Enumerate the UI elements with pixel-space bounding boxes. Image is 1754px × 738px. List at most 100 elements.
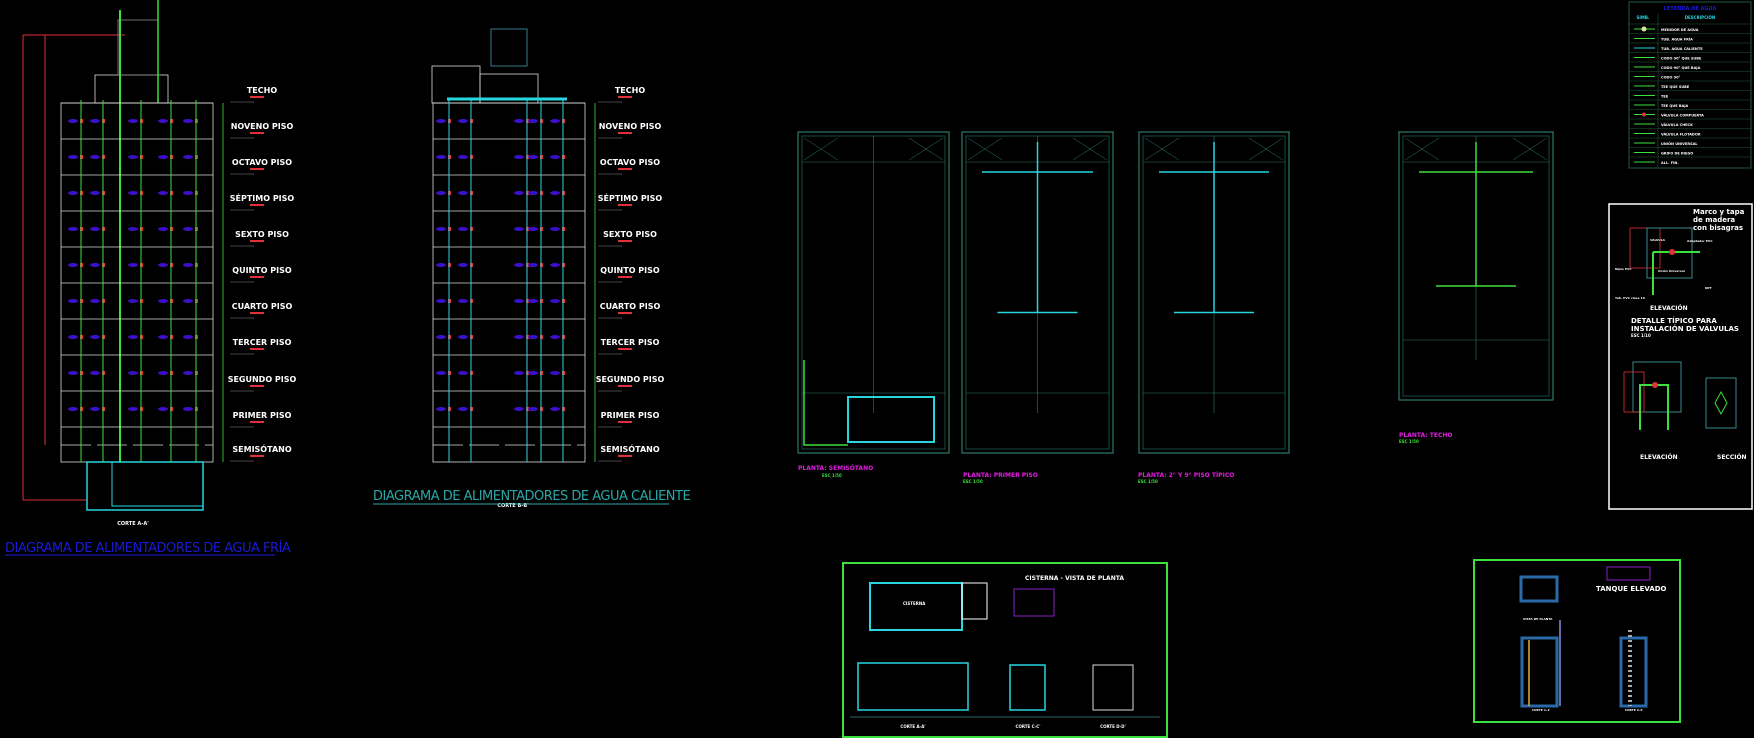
legend-item-label: CODO 90° QUE BAJA [1661,66,1701,70]
fixture-symbol [128,407,138,411]
fixture-symbol [458,227,468,231]
plan-title[interactable]: PLANTA: TECHO [1399,432,1452,439]
legend-item-label: CODO 90° QUE SUBE [1661,57,1702,61]
floor-label: SEGUNDO PISO [228,375,297,384]
fixture-symbol [436,407,446,411]
fixture-symbol [68,227,78,231]
fixture-symbol [436,335,446,339]
tank-title: TANQUE ELEVADO [1596,585,1667,593]
legend-item-label: MEDIDOR DE AGUA [1661,28,1699,32]
fixture-symbol [528,227,538,231]
fixture-symbol [458,191,468,195]
fixture-symbol [183,119,193,123]
fixture-symbol [436,299,446,303]
valve-detail-panel [1608,203,1753,510]
cistern-panel [842,562,1168,738]
floor-level-tag [618,168,632,170]
plan-scale: ESC 1/50 [1399,439,1419,444]
fixture-symbol [528,191,538,195]
shaft-symbol [967,137,1108,161]
cistern-room-label: CISTERNA [903,601,926,606]
valve-detail-title-2: INSTALACIÓN DE VÁLVULAS [1631,324,1739,333]
plan-outline [797,131,950,454]
fixture-symbol [514,299,524,303]
floor-label: SEMISÓTANO [600,443,659,454]
fixture-symbol [90,371,100,375]
floor-level-tag [250,132,264,134]
floor-label: CUARTO PISO [600,302,661,311]
fixture-symbol [550,335,560,339]
floor-label: SEXTO PISO [603,230,657,239]
fixture-symbol [183,407,193,411]
fixture-symbol [183,299,193,303]
fixture-symbol [158,299,168,303]
valve-detail-title-1: DETALLE TÍPICO PARA [1631,316,1717,325]
fixture-symbol [158,407,168,411]
plan-title[interactable]: PLANTA: SEMISÓTANO [798,465,873,472]
valve-note: Unión Universal [1658,269,1685,273]
fixture-symbol [550,227,560,231]
floor-label: NOVENO PISO [599,122,662,131]
legend-item-label: TEE QUE BAJA [1661,104,1688,108]
floor-label: QUINTO PISO [232,266,292,275]
floor-level-tag [618,455,632,457]
fixture-symbol [528,371,538,375]
fixture-symbol [436,191,446,195]
fixture-symbol [458,371,468,375]
fixture-symbol [550,299,560,303]
heater-room [431,65,481,104]
floor-label: OCTAVO PISO [600,158,660,167]
legend-title: LEYENDA DE AGUA [1664,6,1717,12]
fixture-symbol [528,407,538,411]
floor-level-tag [250,204,264,206]
fixture-symbol [128,227,138,231]
fixture-symbol [528,119,538,123]
valve-section-label: SECCIÓN [1717,454,1747,461]
floor-level-tag [618,240,632,242]
water-pipe-run [982,142,1093,314]
fixture-symbol [514,371,524,375]
legend-item-label: VÁLVULA CHECK [1661,122,1693,127]
valve-note: Adaptador PVC [1687,239,1713,243]
plan-scale: ESC 1/50 [963,479,983,484]
plan-outline [1398,131,1554,401]
floor-label: SEXTO PISO [235,230,289,239]
fixture-symbol [128,371,138,375]
cistern-section-label: CORTE A-A' [900,724,925,729]
fixture-symbol [158,227,168,231]
plan-scale: ESC 1/50 [822,473,842,478]
fixture-symbol [514,227,524,231]
floor-level-tag [618,421,632,423]
fixture-symbol [90,407,100,411]
tank-section-label: CORTE 1-1' [1532,708,1550,712]
floor-label: TERCER PISO [233,338,292,347]
fixture-symbol [458,263,468,267]
floor-level-tag [618,132,632,134]
floor-level-tag [618,204,632,206]
floor-level-tag [618,312,632,314]
water-pipe-run [1419,142,1533,287]
water-pipe-run [1159,142,1269,314]
legend-col-symbol: SIMB. [1637,15,1650,20]
fixture-symbol [90,119,100,123]
fixture-symbol [158,155,168,159]
floor-level-tag [250,385,264,387]
floor-level-tag [618,348,632,350]
fixture-symbol [458,155,468,159]
fixture-symbol [183,371,193,375]
floor-label: QUINTO PISO [600,266,660,275]
plan-title[interactable]: PLANTA: 2° Y 9° PISO TÍPICO [1138,471,1234,479]
cold-diagram-title[interactable]: DIAGRAMA DE ALIMENTADORES DE AGUA FRÍA [5,540,291,556]
hot-diagram-title[interactable]: DIAGRAMA DE ALIMENTADORES DE AGUA CALIEN… [373,489,691,504]
valve-detail-scale: ESC 1/10 [1631,333,1651,338]
cold-section-label: CORTE A-A' [117,521,149,527]
legend-item-label: TEE QUE SUBE [1661,85,1690,89]
plan-title[interactable]: PLANTA: PRIMER PISO [963,472,1038,479]
cistern-outline [847,396,935,443]
fixture-symbol [68,335,78,339]
plan-outline [961,131,1114,454]
shaft-symbol [1144,137,1284,161]
